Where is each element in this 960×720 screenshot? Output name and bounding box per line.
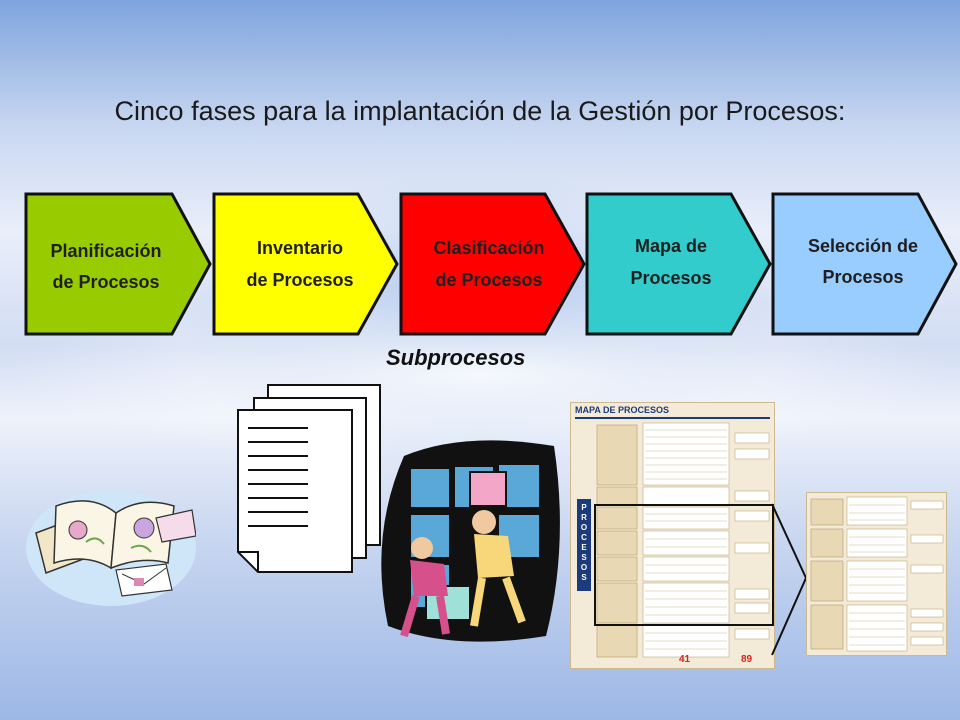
phase-label-line1: Planificación — [50, 241, 161, 261]
phase-label-line1: Mapa de — [635, 236, 707, 256]
phase-arrow-inventario: Inventario de Procesos — [212, 192, 399, 336]
phase-arrow-clasificacion: Clasificación de Procesos — [399, 192, 586, 336]
phase-label-line1: Selección de — [808, 236, 918, 256]
phase-label-line2: Procesos — [630, 268, 711, 288]
phase-arrow-seleccion: Selección de Procesos — [771, 192, 958, 336]
phase-label-line2: de Procesos — [246, 270, 353, 290]
phase-label-line2: Procesos — [822, 267, 903, 287]
phase-label-line1: Inventario — [257, 238, 343, 258]
map-vertical-label: PROCESOS — [580, 503, 588, 582]
document-stack-icon — [237, 384, 381, 573]
phase-label-line2: de Procesos — [435, 270, 542, 290]
zoom-connector — [771, 503, 808, 656]
open-book-icon — [26, 490, 196, 606]
map-title: MAPA DE PROCESOS — [575, 405, 670, 415]
selected-processes-zoom — [806, 492, 947, 656]
phase-arrow-planificacion: Planificación de Procesos — [24, 192, 212, 336]
zoom-grid — [810, 496, 944, 652]
map-count-left: 41 — [679, 654, 691, 665]
warehouse-workers-icon — [381, 440, 560, 642]
phase-arrow-mapa: Mapa de Procesos — [585, 192, 772, 336]
phase-flow: Planificación de Procesos Inventario de … — [24, 192, 958, 336]
phase-label-line1: Clasificación — [433, 238, 544, 258]
map-grid — [575, 417, 774, 658]
process-map-thumbnail: MAPA DE PROCESOS — [570, 402, 775, 669]
subprocesos-label: Subprocesos — [386, 345, 526, 370]
page-title: Cinco fases para la implantación de la G… — [114, 96, 846, 126]
map-count-right: 89 — [741, 654, 753, 665]
phase-label-line2: de Procesos — [52, 272, 159, 292]
